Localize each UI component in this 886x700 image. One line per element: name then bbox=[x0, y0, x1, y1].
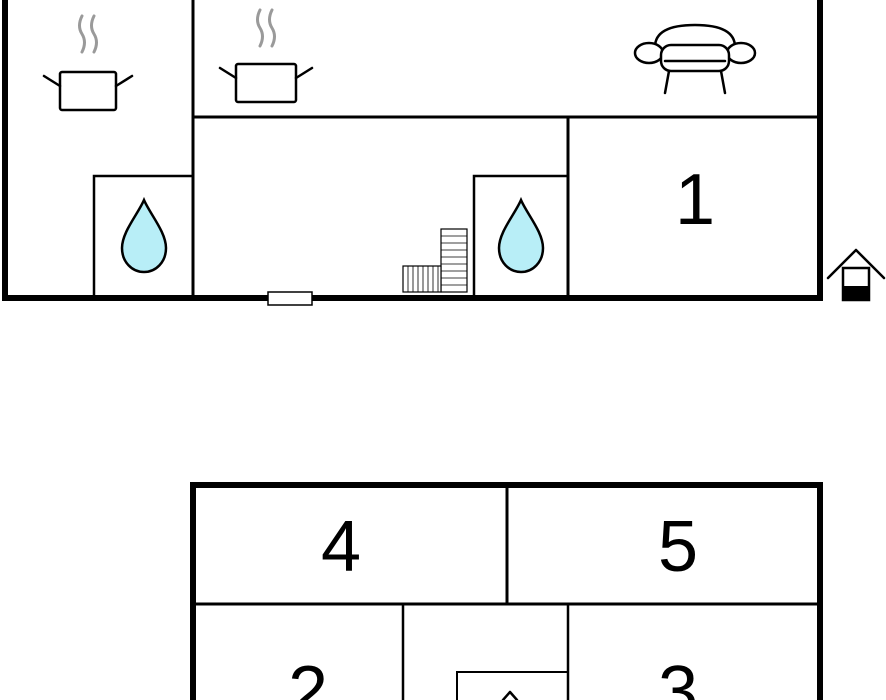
room-label-5: 5 bbox=[658, 507, 698, 587]
ground-floor: 1 bbox=[2, 0, 886, 306]
sofa-icon bbox=[633, 23, 757, 95]
staircase-icon bbox=[402, 228, 468, 293]
upper-floor: 4 5 2 3 bbox=[190, 482, 823, 700]
house-entrance-icon bbox=[826, 248, 886, 302]
ground-floor-outer-wall bbox=[2, 0, 823, 301]
room-label-2: 2 bbox=[288, 652, 328, 700]
wall-bathroom-right bbox=[472, 174, 570, 300]
cooking-pot-icon bbox=[218, 8, 314, 104]
door-icon bbox=[267, 291, 313, 306]
room-label-3: 3 bbox=[658, 652, 698, 700]
room-label-1: 1 bbox=[675, 160, 715, 240]
water-drop-icon bbox=[497, 196, 545, 274]
wall-bathroom-left bbox=[92, 174, 195, 300]
water-drop-icon bbox=[120, 196, 168, 274]
staircase-icon bbox=[456, 671, 569, 700]
room-label-4: 4 bbox=[321, 507, 361, 587]
cooking-pot-icon bbox=[42, 14, 134, 112]
